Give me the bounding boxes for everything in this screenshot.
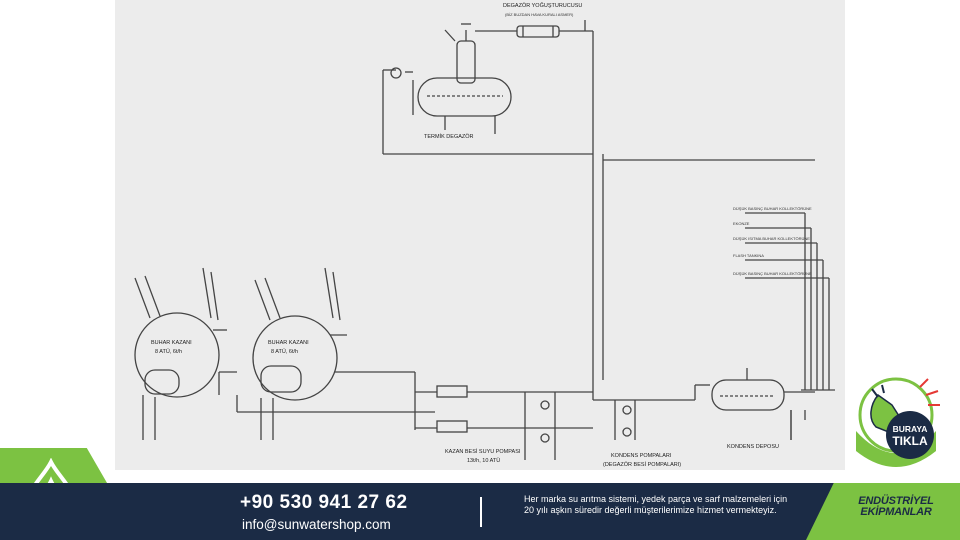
click-here-button[interactable]: BURAYA TIKLA	[848, 375, 950, 475]
footer-tagline: Her marka su arıtma sistemi, yedek parça…	[524, 494, 788, 515]
cta-badge	[886, 411, 934, 459]
collector-label-1: DÜŞÜK BASINÇ BUHAR KOLLEKTÖRÜNE	[733, 206, 812, 211]
condensate-tank-label: KONDENS DEPOSU	[727, 444, 779, 450]
boiler-right	[252, 267, 415, 440]
category-badge-bg	[806, 483, 960, 540]
cta-line-1: BURAYA	[893, 424, 928, 434]
phone-number[interactable]: +90 530 941 27 62	[240, 492, 408, 513]
collector-label-2: EKONZE	[733, 221, 750, 226]
boiler-left	[134, 267, 237, 440]
degazor-condenser-label: DEGAZÖR YOĞUŞTURUCUSU	[503, 2, 582, 9]
condensate-pump-label-1: KONDENS POMPALARI	[611, 453, 672, 459]
thermal-degasser-label: TERMİK DEGAZÖR	[424, 133, 474, 140]
boiler-right-label-1: BUHAR KAZANI	[268, 340, 309, 346]
collector-lines	[745, 212, 835, 391]
collector-label-3: DÜŞÜK ISITMA BUHAR KOLLEKTÖRÜNE	[733, 236, 810, 241]
feedwater-pump-label-2: 13t/h, 10 ATÜ	[467, 457, 500, 464]
degazor-condenser	[475, 20, 594, 400]
diagram-drawing: DEGAZÖR YOĞUŞTURUCUSU (BİZ BUZDAN HAVA K…	[134, 2, 835, 468]
feedwater-piping	[236, 154, 815, 460]
degazor-condenser-sublabel: (BİZ BUZDAN HAVA KURALI ASMER)	[505, 12, 574, 17]
piping-diagram: DEGAZÖR YOĞUŞTURUCUSU (BİZ BUZDAN HAVA K…	[115, 0, 845, 470]
boiler-left-label-1: BUHAR KAZANI	[151, 340, 192, 346]
feedwater-pump-label-1: KAZAN BESİ SUYU POMPASI	[445, 448, 521, 455]
category-badge-line-1: ENDÜSTRİYEL	[858, 495, 934, 507]
condensate-tank	[711, 368, 815, 440]
collector-label-5: DÜŞÜK BASINÇ BUHAR KOLLEKTÖRÜNE	[733, 271, 812, 276]
cta-line-2: TIKLA	[892, 434, 928, 448]
category-badge-line-2: EKİPMANLAR	[860, 506, 932, 518]
thermal-degasser	[382, 23, 593, 155]
condensate-pump-label-2: (DEGAZÖR BESİ POMPALARI)	[603, 461, 681, 468]
category-badge[interactable]: ENDÜSTRİYEL EKİPMANLAR	[836, 496, 956, 518]
boiler-right-label-2: 8 ATÜ, 6t/h	[271, 348, 298, 355]
footer-divider	[480, 497, 482, 527]
email-link[interactable]: info@sunwatershop.com	[242, 517, 391, 532]
collector-label-4: FLASH TANKINA	[733, 253, 764, 258]
boiler-left-label-2: 8 ATÜ, 6t/h	[155, 348, 182, 355]
